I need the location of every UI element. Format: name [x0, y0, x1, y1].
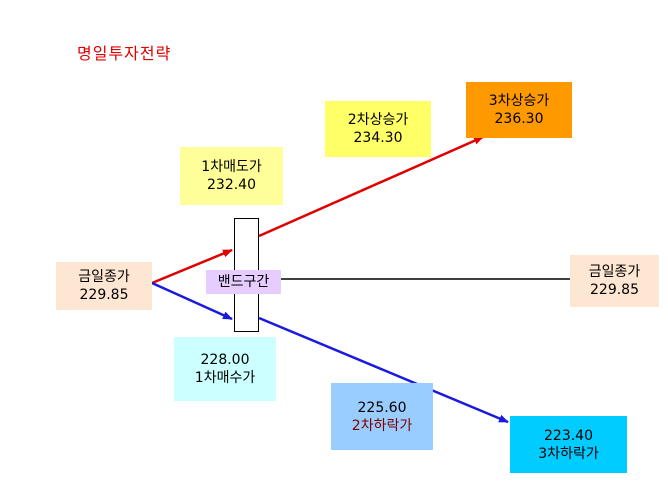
today-close-right-value: 229.85: [590, 282, 639, 298]
rise3-value: 236.30: [494, 111, 544, 127]
buy1-value: 228.00: [200, 352, 250, 368]
sell1-value: 232.40: [207, 177, 256, 193]
fall2-box: 225.60 2차하락가: [331, 383, 433, 450]
sell1-box: 1차매도가 232.40: [180, 147, 283, 205]
buy1-box: 228.00 1차매수가: [174, 337, 276, 401]
today-close-left-box: 금일종가 229.85: [56, 262, 152, 310]
fall3-box: 223.40 3차하락가: [510, 416, 627, 473]
arrow-down-to-band: [151, 281, 233, 321]
rise3-box: 3차상승가 236.30: [466, 82, 572, 138]
rise2-value: 234.30: [353, 130, 403, 146]
sell1-label: 1차매도가: [201, 159, 262, 175]
today-close-right-box: 금일종가 229.85: [570, 255, 659, 307]
buy1-label: 1차매수가: [194, 370, 256, 386]
rise2-box: 2차상승가 234.30: [325, 101, 431, 157]
fall3-label: 3차하락가: [538, 445, 599, 462]
band-label: 밴드구간: [206, 270, 281, 294]
today-close-left-label: 금일종가: [78, 269, 130, 285]
rise3-label: 3차상승가: [488, 93, 550, 109]
fall2-label: 2차하락가: [351, 417, 413, 434]
fall2-value: 225.60: [357, 399, 407, 416]
band-label-text: 밴드구간: [217, 274, 270, 290]
today-close-left-value: 229.85: [79, 287, 129, 303]
rise2-label: 2차상승가: [347, 112, 409, 128]
arrow-down-to-fall3: [258, 316, 509, 424]
fall3-value: 223.40: [544, 427, 593, 444]
arrow-up-to-rise3: [258, 135, 484, 238]
today-close-right-label: 금일종가: [588, 264, 641, 280]
page-title: 명일투자전략: [77, 44, 172, 63]
arrow-up-to-band: [151, 248, 233, 285]
